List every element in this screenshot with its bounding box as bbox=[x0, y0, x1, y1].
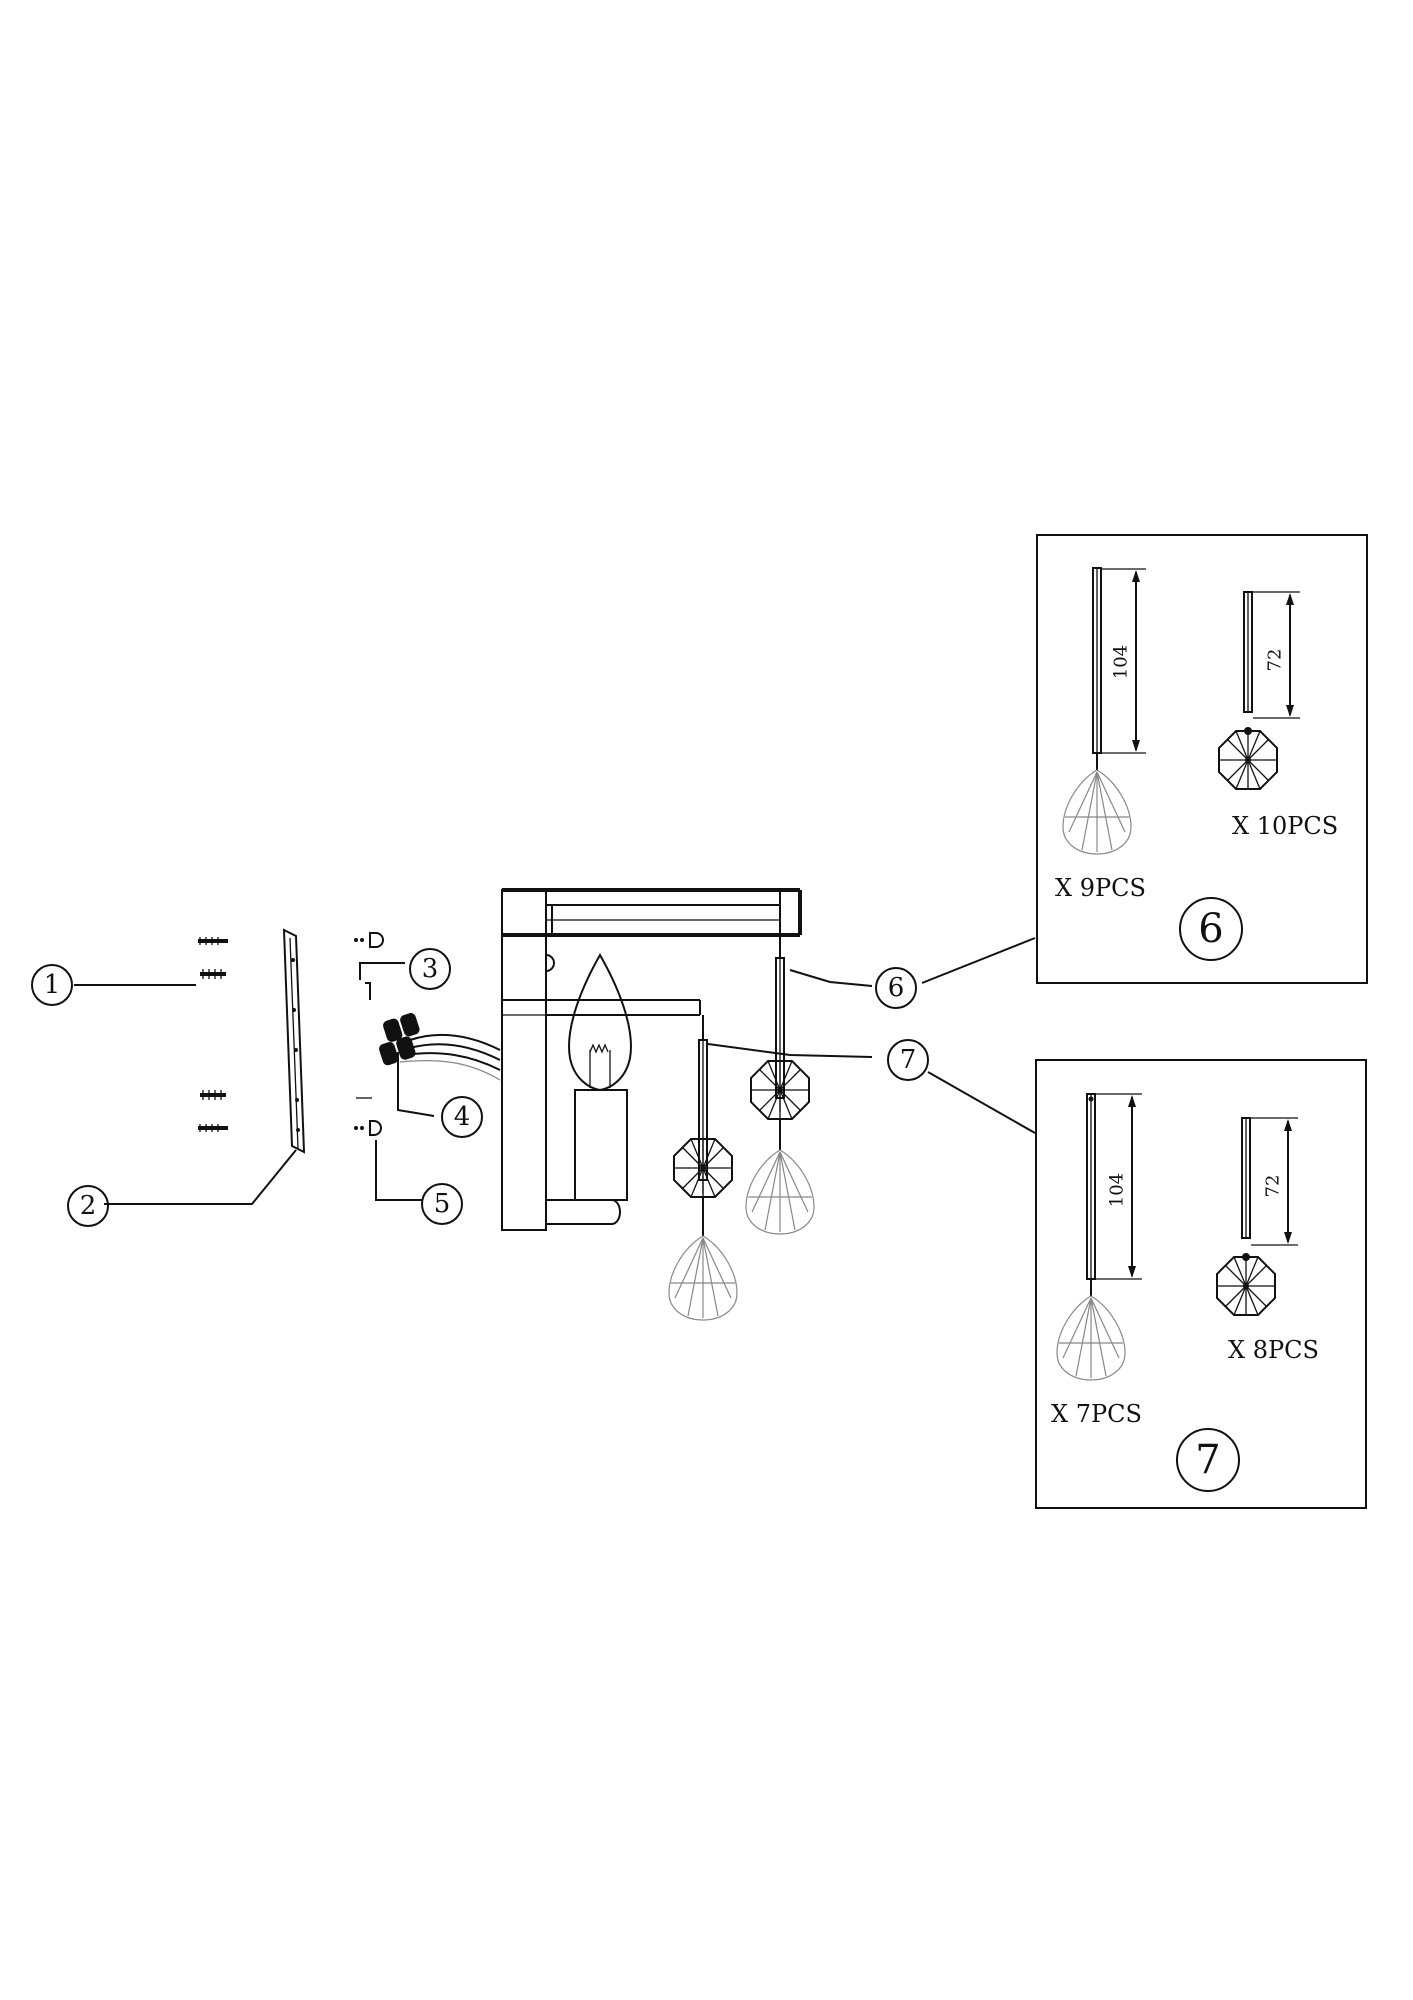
wire-connectors bbox=[356, 1013, 501, 1099]
callout-2: 2 bbox=[67, 1185, 109, 1227]
teardrop-quantity: X 7PCS bbox=[1051, 1400, 1142, 1428]
nut-and-bolt-bottom bbox=[354, 1120, 382, 1136]
callout-6-label: 6 bbox=[888, 973, 905, 1003]
bead-length-label: 72 bbox=[1265, 649, 1286, 672]
octagon-quantity: X 8PCS bbox=[1228, 1336, 1319, 1364]
anchor-bottom bbox=[200, 1090, 226, 1100]
callout-6: 6 bbox=[875, 967, 917, 1009]
screw-bottom bbox=[198, 1124, 228, 1132]
anchor-top bbox=[200, 969, 226, 979]
callout-7: 7 bbox=[887, 1039, 929, 1081]
mounting-plate bbox=[282, 928, 306, 1154]
detail-7-label: 7 bbox=[1195, 1437, 1220, 1483]
leader-lines bbox=[74, 937, 1036, 1205]
callout-3-label: 3 bbox=[422, 954, 439, 984]
pendant-right bbox=[745, 935, 815, 1235]
callout-1-label: 1 bbox=[44, 970, 61, 1000]
screw-top bbox=[198, 937, 228, 945]
octagon-quantity: X 10PCS bbox=[1232, 812, 1338, 840]
bead-length-label: 72 bbox=[1263, 1175, 1284, 1198]
detail-box-7: 104 72 X 7PCS X 8PCS 7 bbox=[1035, 1059, 1367, 1509]
callout-5-label: 5 bbox=[434, 1189, 451, 1219]
pendant-left bbox=[668, 1015, 738, 1321]
screws-and-anchors bbox=[198, 937, 228, 1132]
teardrop-quantity: X 9PCS bbox=[1055, 874, 1146, 902]
callout-1: 1 bbox=[31, 964, 73, 1006]
callout-4-label: 4 bbox=[454, 1102, 471, 1132]
callout-5: 5 bbox=[421, 1183, 463, 1225]
callout-3: 3 bbox=[409, 948, 451, 990]
rod-length-label: 104 bbox=[1107, 1173, 1128, 1207]
callout-4: 4 bbox=[441, 1096, 483, 1138]
detail-box-6: 104 72 X 9PCS X 10PCS 6 bbox=[1036, 534, 1368, 984]
rod-length-label: 104 bbox=[1111, 645, 1132, 679]
detail-6-label: 6 bbox=[1198, 906, 1223, 952]
callout-2-label: 2 bbox=[80, 1191, 97, 1221]
sconce-body bbox=[501, 888, 802, 1231]
candle-bulb bbox=[568, 952, 632, 1201]
nut-and-bolt-top bbox=[354, 932, 405, 980]
callout-7-label: 7 bbox=[900, 1045, 917, 1075]
